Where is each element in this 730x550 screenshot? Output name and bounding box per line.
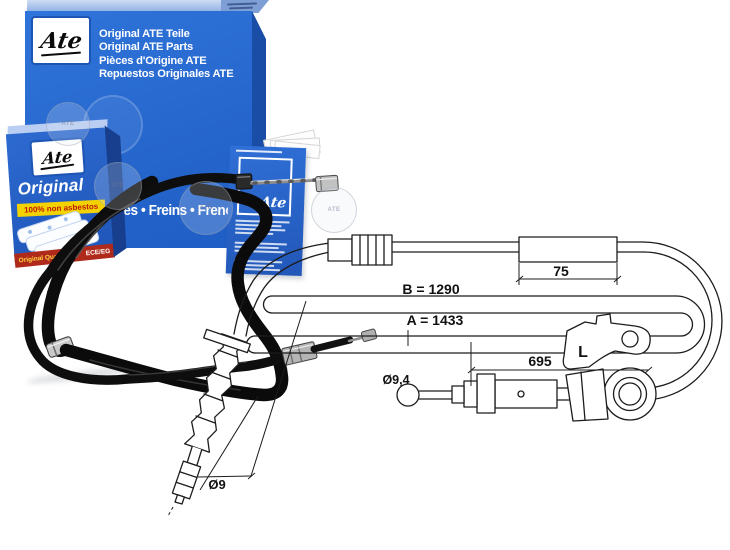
cable-nipple-lower bbox=[360, 328, 378, 342]
cable-right-bend bbox=[643, 251, 713, 389]
end-fitting-rib bbox=[175, 481, 194, 489]
cable-highlight bbox=[251, 177, 317, 182]
label-dim-a: A = 1433 bbox=[407, 312, 464, 328]
end-fitting-tip bbox=[174, 494, 186, 505]
label-bracket-l: L bbox=[578, 344, 588, 361]
cable-abutment-collar bbox=[327, 238, 353, 262]
big-box-top-edge bbox=[221, 0, 269, 13]
bracket-hole bbox=[621, 330, 639, 348]
bellows-boot bbox=[183, 333, 248, 453]
coil-left-bend bbox=[262, 295, 273, 314]
bellows-rib bbox=[217, 349, 238, 358]
cable-right-bend bbox=[642, 241, 723, 401]
label-dim-695: 695 bbox=[528, 353, 552, 369]
cable-strand2-lower bbox=[59, 182, 289, 402]
title-line-es: Repuestos Originales ATE bbox=[99, 68, 234, 81]
extension-line-diagonal bbox=[250, 300, 307, 477]
bellows-rib bbox=[195, 415, 216, 424]
adjuster-step bbox=[451, 385, 465, 404]
dimension-tick bbox=[644, 366, 653, 374]
dimension-tick bbox=[467, 366, 476, 374]
leader-line bbox=[197, 475, 252, 478]
adjuster-flange bbox=[476, 373, 496, 414]
label-dim-b: B = 1290 bbox=[402, 281, 459, 297]
extension-line-diagonal bbox=[199, 395, 259, 491]
cable-nipple-upper bbox=[315, 174, 339, 193]
coil-right-bend bbox=[680, 312, 694, 337]
ate-logo-plate: Ate bbox=[31, 16, 91, 65]
dimension-tick bbox=[613, 275, 622, 283]
ball-end bbox=[396, 383, 420, 407]
title-line-en: Original ATE Parts bbox=[99, 41, 193, 54]
end-fitting-cylinder bbox=[171, 460, 202, 500]
cable-outline bbox=[233, 242, 331, 335]
bellows-rib bbox=[203, 393, 224, 402]
big-box-product-band: Brakes • Freins • Frenos bbox=[95, 203, 241, 219]
adjuster-hole bbox=[517, 390, 525, 398]
boot-flange bbox=[203, 328, 251, 354]
cable-strand1-tail bbox=[310, 336, 354, 353]
big-box-title-lines: Original ATE Teile Original ATE Parts Pi… bbox=[99, 28, 251, 82]
bellows-rib bbox=[210, 371, 231, 380]
label-dia-end: Ø9 bbox=[208, 477, 225, 492]
grommet-inner bbox=[618, 382, 642, 406]
axis-dash bbox=[167, 506, 174, 517]
title-line-fr: Pièces d'Origine ATE bbox=[99, 54, 207, 67]
bracket-block bbox=[565, 368, 609, 422]
cable-outline bbox=[245, 251, 331, 337]
mounting-bracket bbox=[562, 313, 651, 370]
bracket-block-line bbox=[580, 371, 586, 421]
title-line-de: Original ATE Teile bbox=[99, 28, 190, 40]
label-dim-75: 75 bbox=[553, 263, 569, 279]
coil-right-bend bbox=[675, 295, 706, 354]
protective-sleeve bbox=[518, 236, 618, 263]
grommet-outer bbox=[603, 367, 657, 421]
cable-abutment-fitting bbox=[351, 234, 393, 266]
adjuster-body bbox=[494, 379, 558, 409]
dimension-tick bbox=[515, 275, 524, 283]
cable-highlight bbox=[57, 198, 141, 271]
end-fitting-rib bbox=[179, 471, 198, 479]
grommet-mid bbox=[612, 376, 648, 412]
conduit-end-cap bbox=[235, 173, 253, 190]
cable-strand-texture bbox=[252, 178, 318, 185]
label-dia-ball: Ø9,4 bbox=[382, 373, 409, 387]
